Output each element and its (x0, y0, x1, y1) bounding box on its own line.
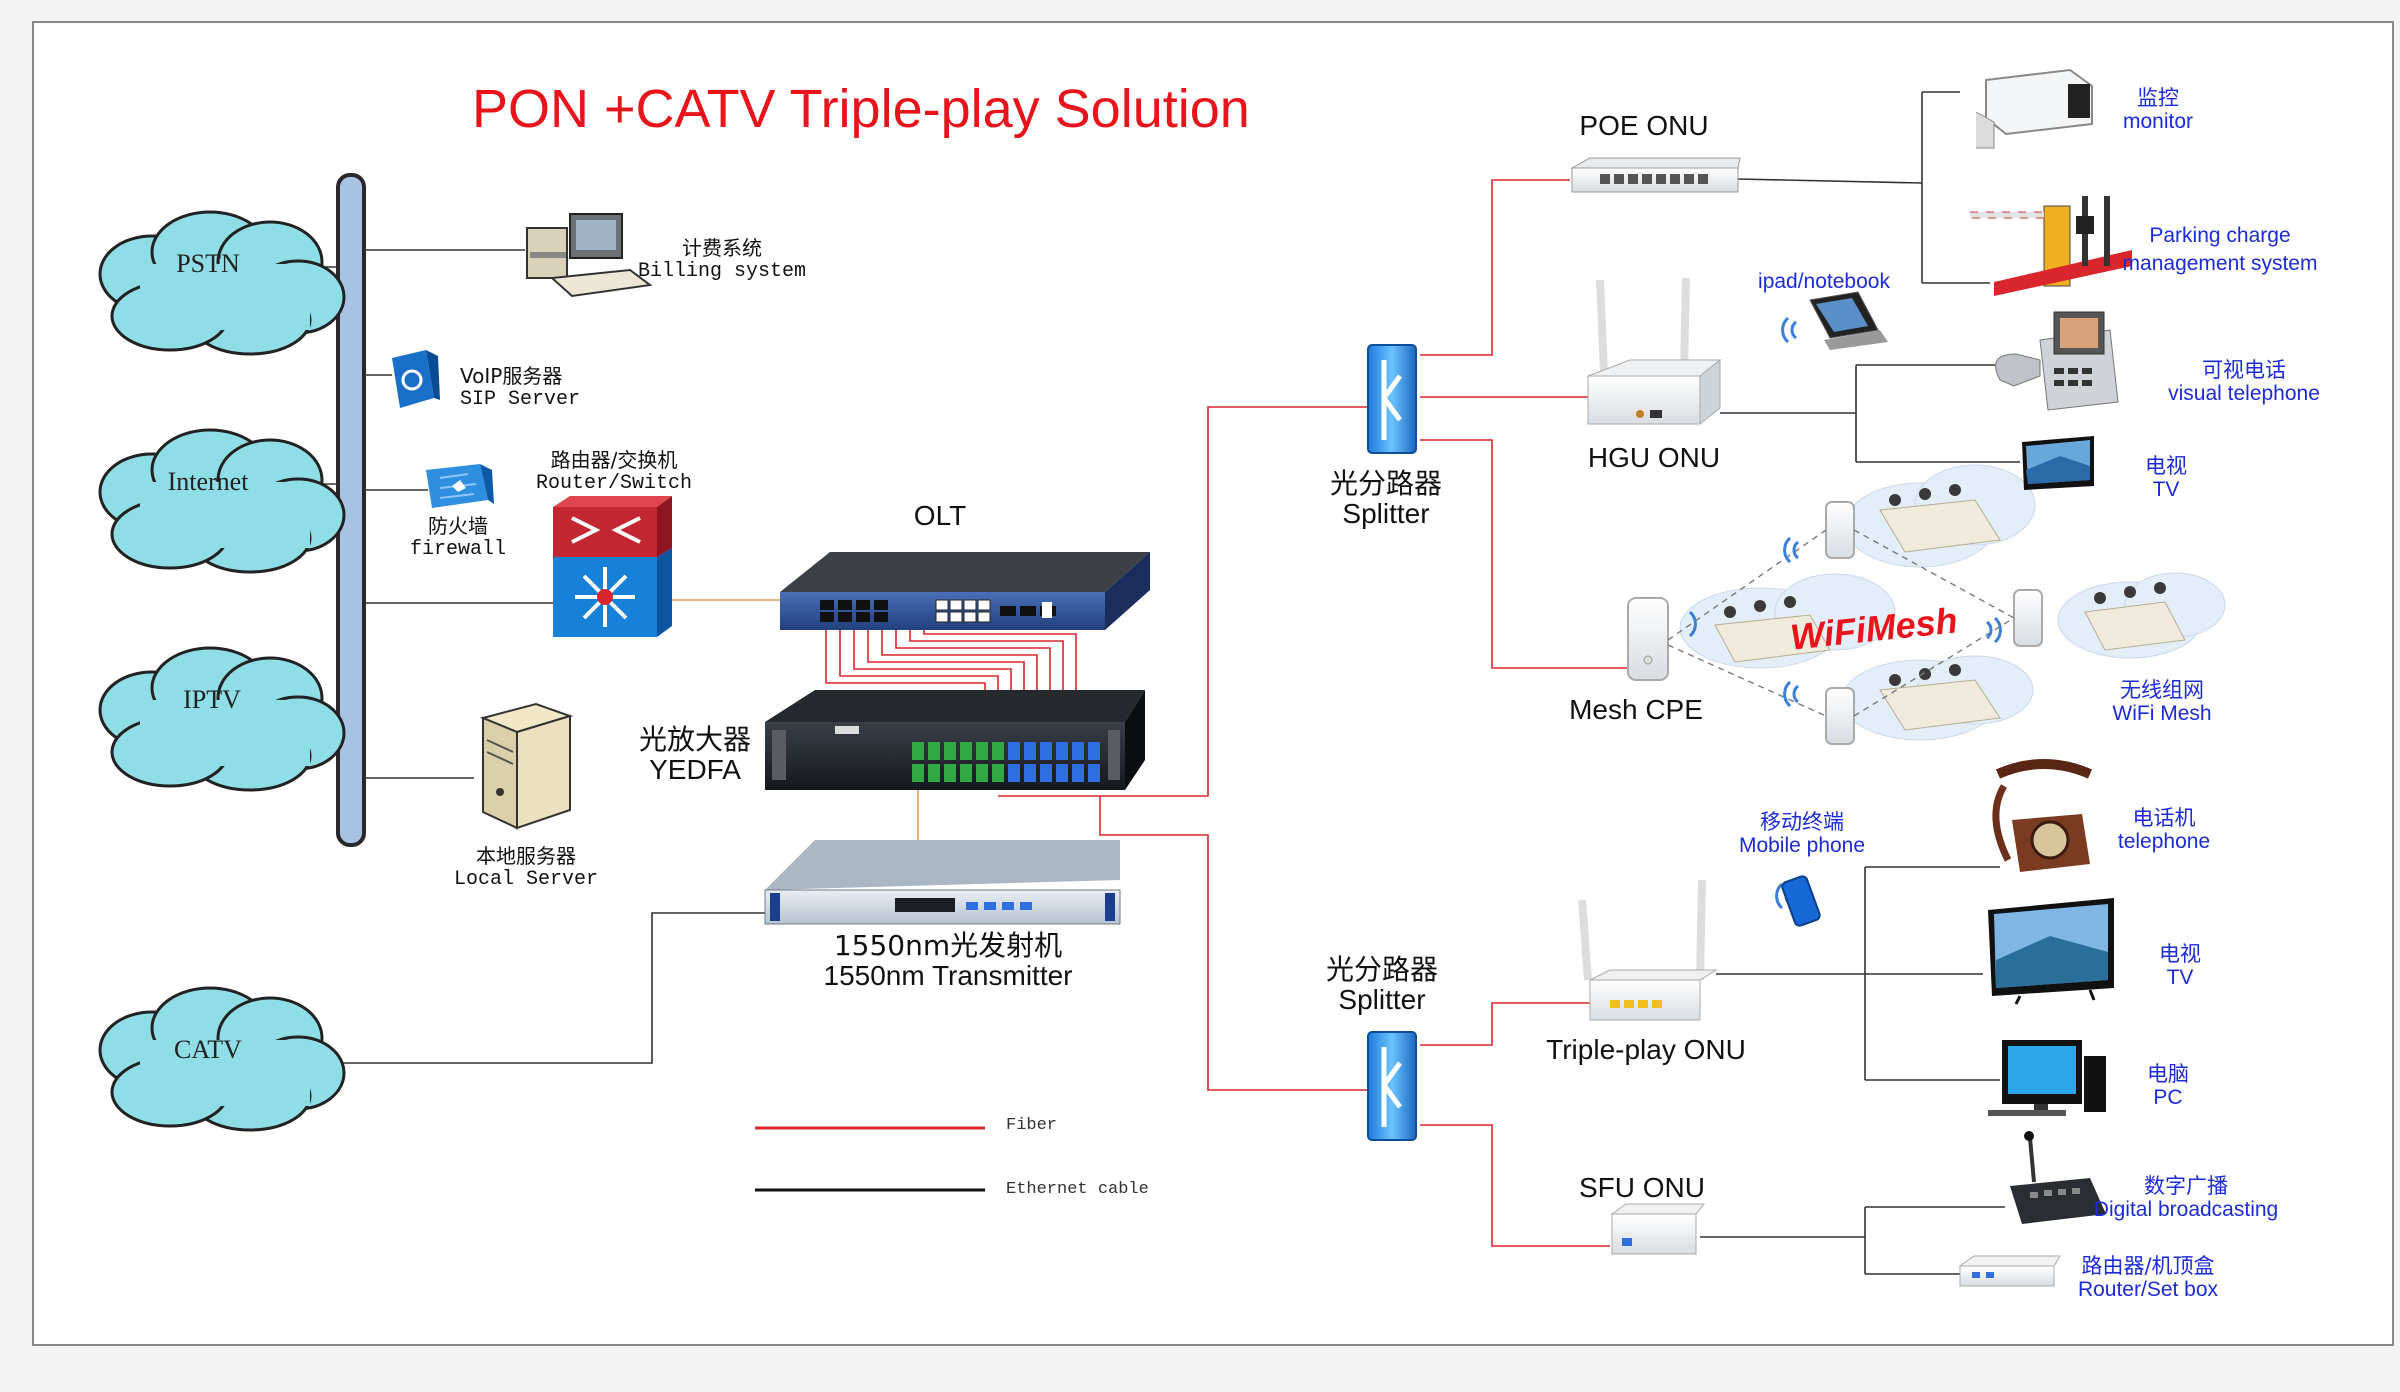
telephone-label-cn: 电话机 (2132, 806, 2196, 830)
classic-telephone-icon (1992, 759, 2092, 872)
cloud-label-pstn: PSTN (176, 249, 240, 278)
cloud-label-internet: Internet (167, 467, 249, 496)
billing-label-cn: 计费系统 (682, 236, 762, 260)
legend-ethernet-label: Ethernet cable (1006, 1180, 1149, 1199)
poe-onu-device-icon (1570, 157, 1741, 193)
visual-phone-label-cn: 可视电话 (2202, 358, 2286, 382)
tv-icon-lower (1988, 898, 2114, 1005)
splitter-upper-label-cn: 光分路器 (1329, 467, 1443, 500)
splitter-lower-icon (1367, 1031, 1417, 1141)
parking-barrier-icon (1969, 196, 2132, 296)
transmitter-label-cn: 1550nm光发射机 (833, 929, 1063, 962)
diagram-title: PON +CATV Triple-play Solution (472, 79, 1250, 139)
cloud-label-iptv: IPTV (183, 685, 241, 714)
tv1-label-cn: 电视 (2145, 454, 2187, 478)
router-label-en: Router/Switch (535, 472, 693, 495)
splitter-upper-icon (1367, 344, 1417, 454)
mesh-room-illustrations (1667, 464, 2226, 745)
sfu-onu-device-icon (1610, 1203, 1706, 1255)
triple-play-onu-label: Triple-play ONU (1546, 1034, 1746, 1065)
ethernet-links (306, 91, 2020, 1275)
pc-label-en: PC (2153, 1086, 2183, 1109)
mobile-phone-icon (1781, 875, 1821, 927)
billing-label-en: Billing system (637, 260, 807, 283)
tv2-label-cn: 电视 (2159, 942, 2201, 966)
set-top-box-icon (1958, 1255, 2061, 1287)
settop-label-en: Router/Set box (2077, 1278, 2219, 1301)
mobile-label-en: Mobile phone (1738, 834, 1866, 857)
broadcast-console-icon (2010, 1131, 2106, 1224)
tv1-label-en: TV (2152, 478, 2180, 501)
parking-label-line1: Parking charge (2149, 224, 2291, 247)
yedfa-label-en: YEDFA (649, 754, 741, 785)
visual-telephone-icon (1995, 311, 2119, 411)
olt-label: OLT (913, 500, 967, 531)
local-server-label-cn: 本地服务器 (476, 844, 576, 868)
camera-icon (1975, 68, 2093, 149)
mesh-cpe-label: Mesh CPE (1569, 694, 1703, 725)
voip-label-en: SIP Server (460, 388, 581, 411)
wifi-mesh-label-en: WiFi Mesh (2112, 702, 2212, 725)
cloud-shapes (98, 210, 346, 1132)
diagram-frame (32, 21, 2394, 1346)
transmitter-device-icon (764, 840, 1121, 925)
monitor-label-cn: 监控 (2137, 86, 2179, 110)
hgu-onu-label: HGU ONU (1587, 442, 1721, 473)
ipad-notebook-icon (1809, 291, 1888, 350)
sfu-onu-label: SFU ONU (1579, 1172, 1705, 1203)
splitter-lower-label-cn: 光分路器 (1325, 953, 1439, 986)
olt-device-icon (780, 552, 1150, 630)
firewall-label-cn: 防火墙 (428, 514, 488, 538)
triple-play-onu-device-icon (1578, 879, 1718, 1021)
local-server-label-en: Local Server (453, 868, 599, 891)
settop-label-cn: 路由器/机顶盒 (2081, 1254, 2215, 1278)
mesh-cpe-device-icon (1627, 597, 1669, 681)
router-label-cn: 路由器/交换机 (550, 448, 678, 472)
transmitter-label-en: 1550nm Transmitter (823, 960, 1073, 991)
sip-server-icon (392, 350, 440, 408)
parking-label-line2: management system (2122, 252, 2318, 275)
tv-icon-upper (2022, 436, 2094, 490)
broadcast-label-en: Digital broadcasting (2093, 1198, 2279, 1221)
wifi-mesh-label-cn: 无线组网 (2120, 678, 2204, 702)
router-switch-icon (553, 496, 672, 637)
broadcast-label-cn: 数字广播 (2144, 1174, 2228, 1198)
splitter-upper-label-en: Splitter (1342, 498, 1430, 529)
firewall-label-en: firewall (409, 538, 507, 561)
mobile-label-cn: 移动终端 (1760, 810, 1844, 834)
splitter-lower-label-en: Splitter (1338, 984, 1426, 1015)
pc-label-cn: 电脑 (2147, 1062, 2189, 1086)
local-server-icon (479, 702, 574, 830)
legend-fiber-label: Fiber (1006, 1116, 1058, 1135)
cloud-label-catv: CATV (174, 1035, 242, 1064)
poe-onu-label: POE ONU (1579, 110, 1709, 141)
ipad-label: ipad/notebook (1758, 270, 1890, 293)
voip-label-cn: VoIP服务器 (460, 364, 563, 388)
pc-icon (1988, 1040, 2106, 1116)
firewall-icon (426, 464, 494, 508)
monitor-label-en: monitor (2122, 110, 2194, 133)
yedfa-device-icon (765, 690, 1145, 790)
visual-phone-label-en: visual telephone (2168, 382, 2320, 405)
hgu-onu-device-icon (1587, 277, 1722, 426)
billing-computer-icon (526, 213, 653, 298)
tv2-label-en: TV (2166, 966, 2194, 989)
telephone-label-en: telephone (2117, 830, 2211, 853)
yedfa-label-cn: 光放大器 (638, 723, 752, 756)
